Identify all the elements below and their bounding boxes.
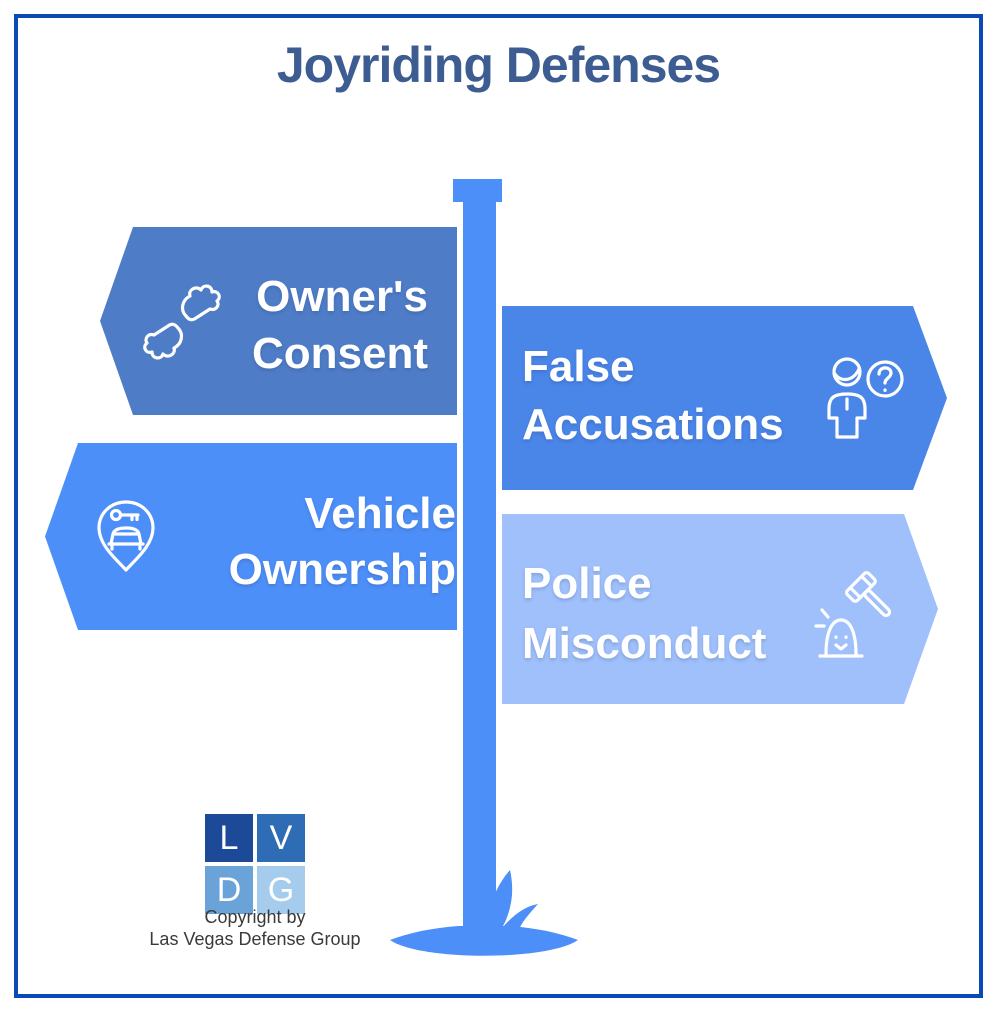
car-pin-key-icon: [97, 500, 155, 572]
page-title: Joyriding Defenses: [276, 37, 721, 93]
sign-vehicle-ownership: Vehicle Ownership: [45, 443, 461, 630]
sign-label-owners-consent: Owner's Consent: [252, 268, 428, 382]
helping-hands-icon: [143, 284, 221, 360]
logo-tile-v: V: [257, 814, 305, 862]
gavel-siren-icon: [812, 568, 898, 662]
accused-person-question-icon: [826, 350, 906, 440]
sign-label-line: Owner's: [256, 272, 428, 321]
grass-tuft-icon: [473, 870, 538, 932]
sign-label-line: Vehicle: [304, 489, 456, 538]
sign-label-police-misconduct: Police Misconduct: [522, 554, 766, 674]
lvdg-logo: L V D G: [205, 814, 305, 914]
copyright-notice: Copyright by Las Vegas Defense Group: [120, 906, 390, 950]
sign-label-line: Misconduct: [522, 619, 767, 668]
ground-mound-shape: [390, 926, 578, 956]
sign-label-false-accusations: False Accusations: [522, 338, 784, 454]
logo-tile-l: L: [205, 814, 253, 862]
sign-label-vehicle-ownership: Vehicle Ownership: [229, 486, 456, 598]
sign-label-line: Ownership: [228, 545, 456, 594]
sign-owners-consent: Owner's Consent: [100, 227, 461, 415]
sign-label-line: Police: [522, 559, 652, 608]
sign-label-line: False: [522, 342, 635, 391]
signpost-pole-cap: [453, 179, 502, 202]
logo-tile-g: G: [257, 866, 305, 914]
sign-label-line: Consent: [252, 329, 428, 378]
sign-label-line: Accusations: [522, 400, 784, 449]
sign-false-accusations: False Accusations: [499, 306, 947, 490]
sign-police-misconduct: Police Misconduct: [499, 514, 938, 704]
copyright-line1: Copyright by: [204, 907, 306, 927]
copyright-line2: Las Vegas Defense Group: [149, 929, 361, 949]
signpost-pole: [457, 201, 502, 940]
logo-tile-d: D: [205, 866, 253, 914]
